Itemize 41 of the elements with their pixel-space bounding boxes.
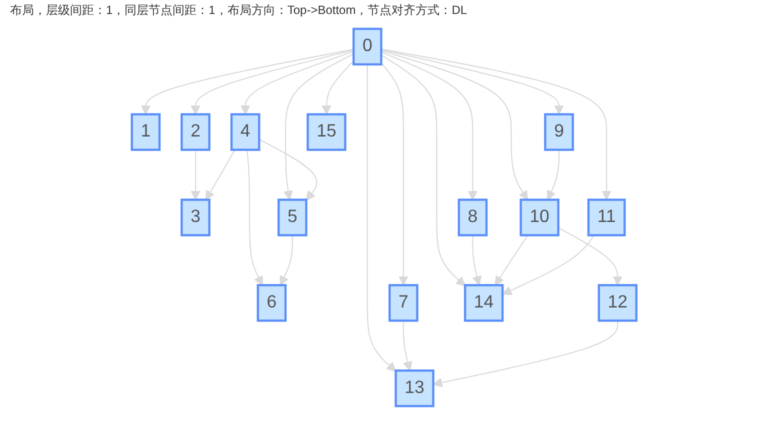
arrow xyxy=(367,64,397,372)
arrow xyxy=(246,150,264,286)
arrow xyxy=(280,235,294,286)
arrow xyxy=(322,60,354,115)
arrow xyxy=(381,48,612,200)
arrow xyxy=(259,138,318,201)
arrow xyxy=(381,49,564,115)
node-box: 13 xyxy=(395,369,435,408)
diagram-title: 布局，层级间距：1，同层节点间距：1，布局方向：Top->Bottom，节点对齐方式：DL xyxy=(9,2,468,19)
arrow xyxy=(403,320,413,372)
arrow xyxy=(381,50,529,200)
arrow xyxy=(502,234,595,296)
node-box: 7 xyxy=(388,284,419,322)
arrow xyxy=(381,52,478,200)
arrow xyxy=(141,48,354,115)
arrow xyxy=(472,235,482,286)
node-box: 4 xyxy=(230,113,261,151)
arrow xyxy=(547,150,560,200)
node-box: 1 xyxy=(131,113,161,151)
node-box: 6 xyxy=(257,284,287,322)
arrow xyxy=(381,62,409,286)
arrow xyxy=(433,320,619,388)
arrow xyxy=(206,150,236,200)
node-box: 11 xyxy=(588,198,626,236)
node-box: 2 xyxy=(180,113,211,151)
node-box: 9 xyxy=(544,113,574,151)
arrow xyxy=(191,150,201,200)
arrow xyxy=(558,227,623,286)
node-box: 12 xyxy=(598,284,638,322)
arrow xyxy=(284,53,354,200)
arrow xyxy=(240,50,354,115)
arrow xyxy=(191,50,354,115)
node-box: 15 xyxy=(306,113,347,151)
arrow xyxy=(381,54,466,286)
node-box: 14 xyxy=(464,284,504,322)
node-box: 3 xyxy=(180,198,211,236)
node-box: 10 xyxy=(520,198,560,236)
node-box: 8 xyxy=(458,198,488,236)
node-box: 5 xyxy=(278,198,308,236)
arrow xyxy=(495,234,529,286)
node-box: 0 xyxy=(352,28,383,66)
